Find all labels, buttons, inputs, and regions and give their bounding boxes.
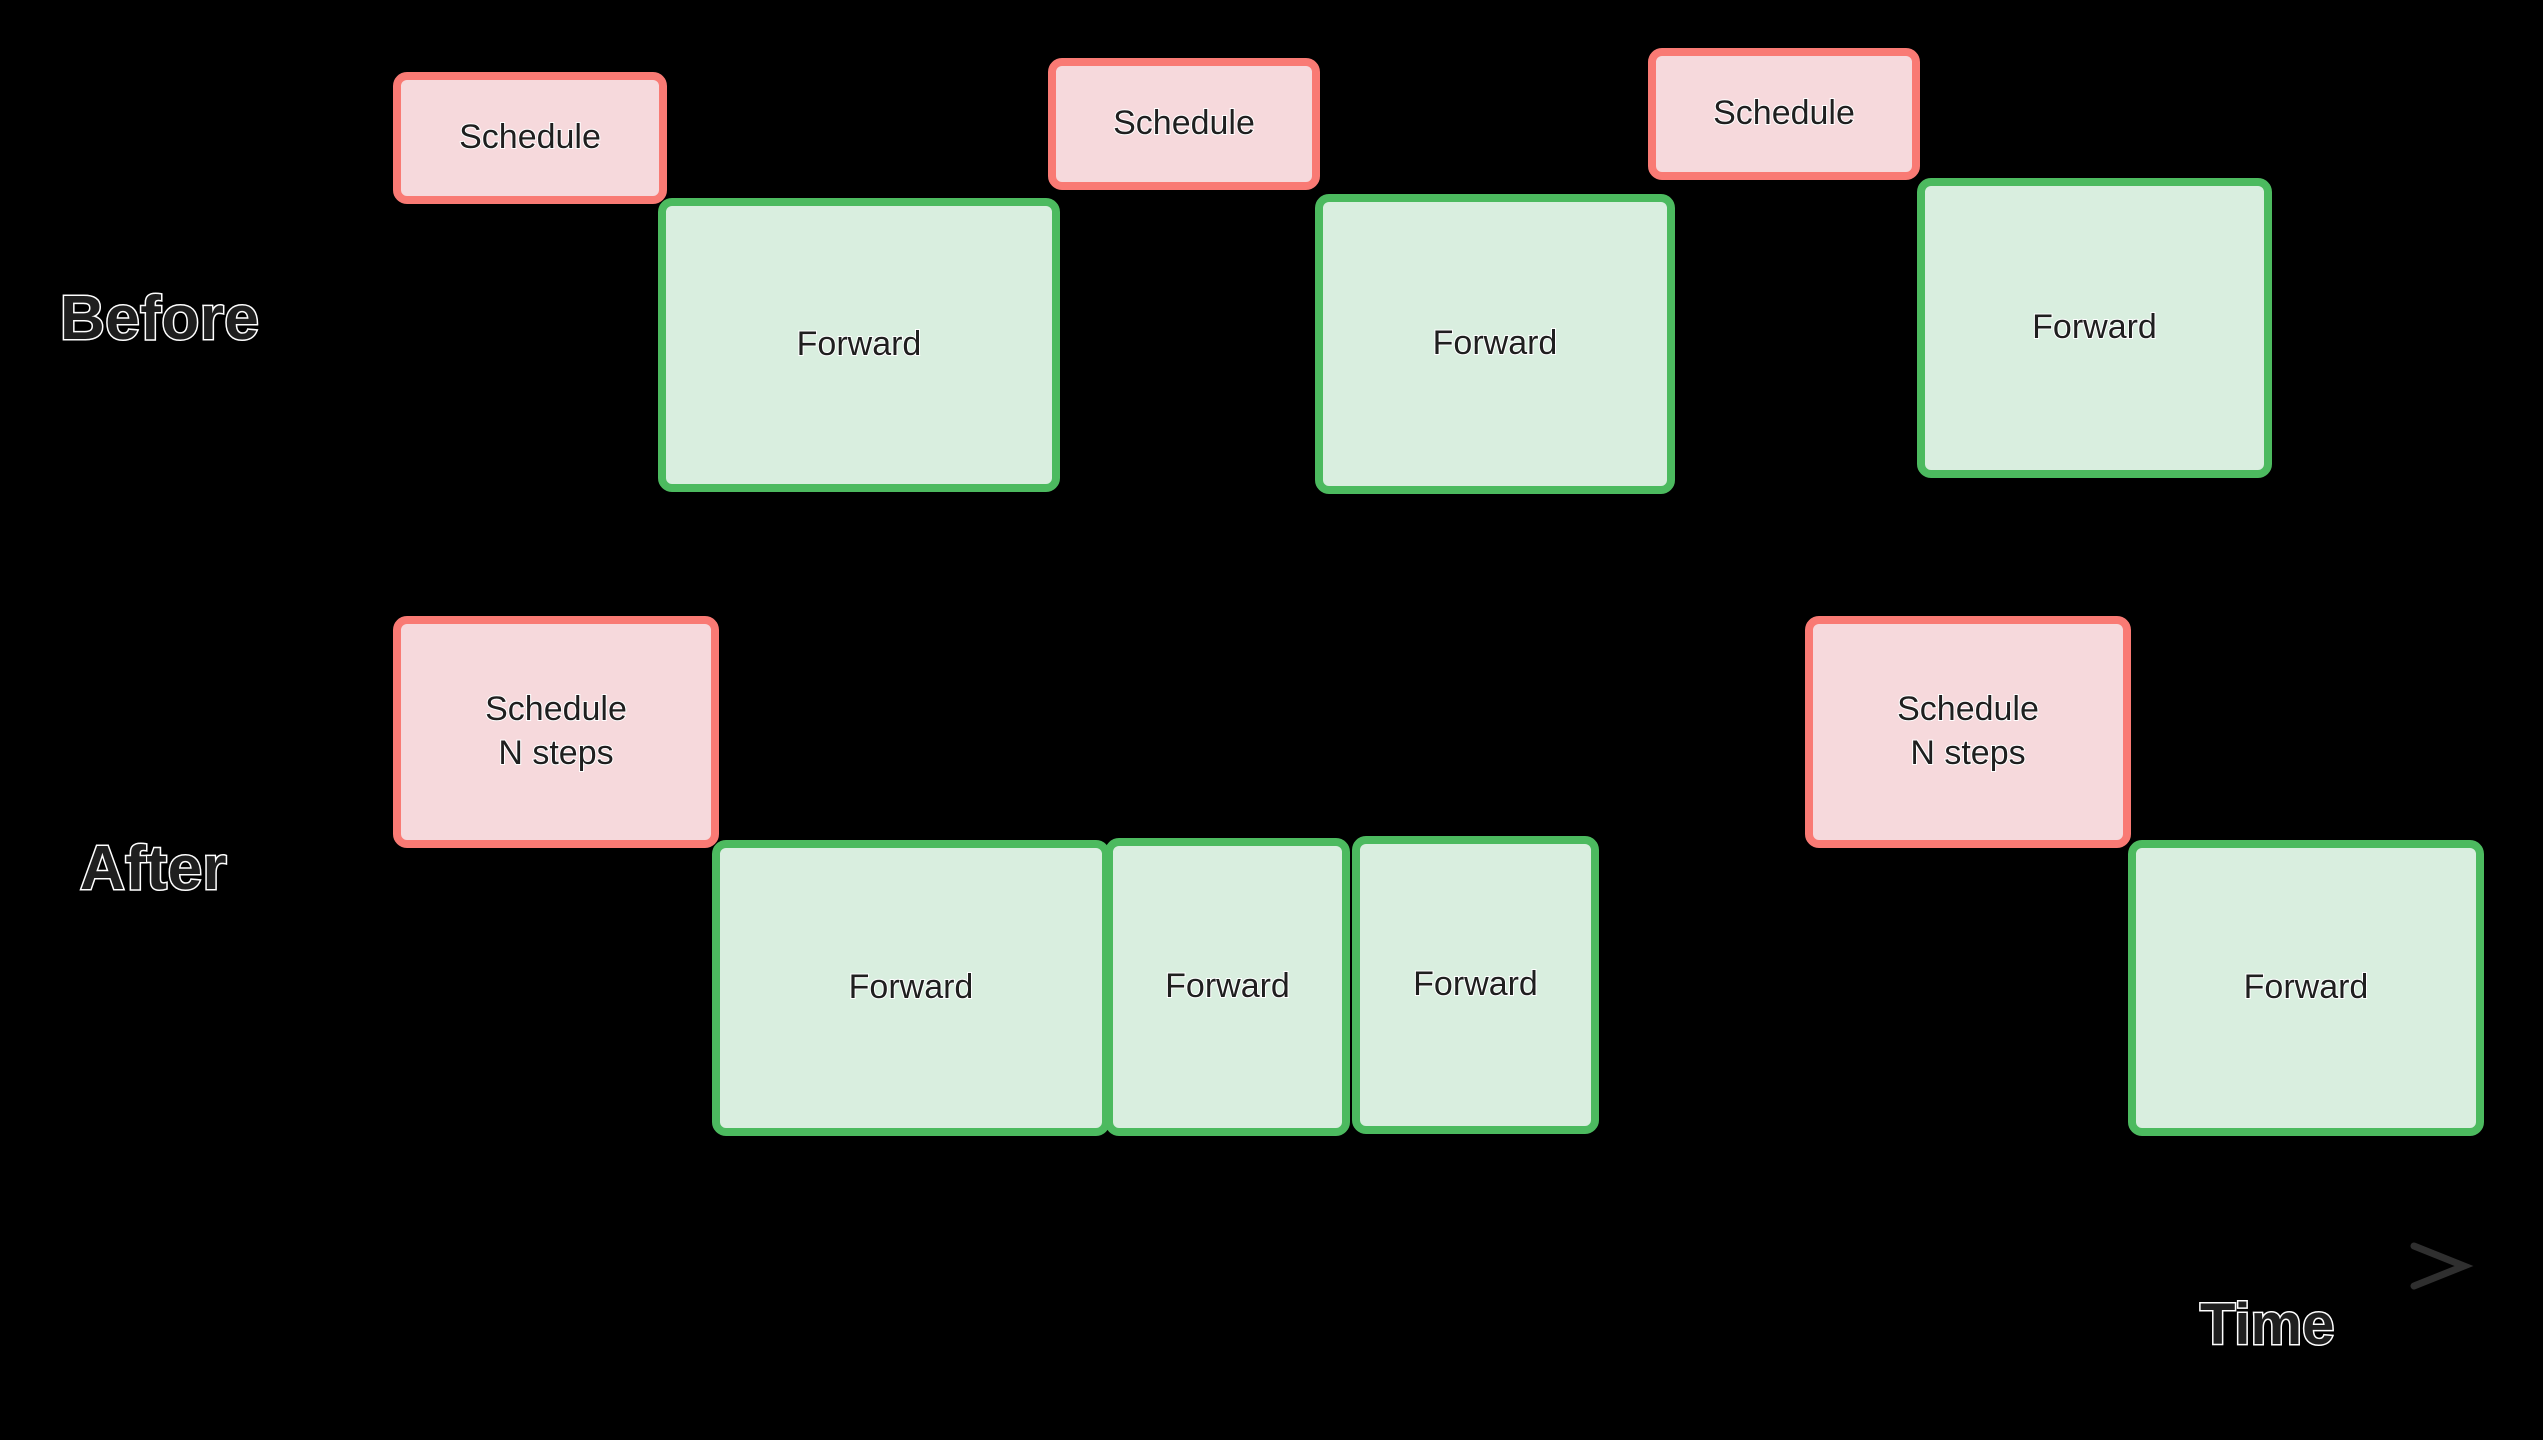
row-label-after: After — [78, 834, 228, 903]
block-label: Schedule — [1712, 93, 1856, 133]
block-label: Schedule — [1112, 103, 1256, 143]
block-label: Forward — [1412, 964, 1539, 1004]
before-schedule-block-1: Schedule — [393, 72, 667, 204]
time-axis-label: Time — [2198, 1292, 2335, 1357]
block-label: Schedule N steps — [1896, 689, 2040, 773]
block-label: Forward — [1432, 323, 1559, 363]
time-axis-arrow — [352, 1242, 2474, 1290]
row-label-before: Before — [58, 284, 260, 353]
after-forward-block-2: Forward — [1105, 838, 1350, 1136]
block-label: Forward — [796, 324, 923, 364]
block-label: Forward — [1164, 966, 1291, 1006]
time-axis-arrowhead — [2410, 1242, 2474, 1290]
before-schedule-block-3: Schedule — [1648, 48, 1920, 180]
before-forward-block-2: Forward — [1315, 194, 1675, 494]
block-label: Forward — [848, 967, 975, 1007]
block-label: Forward — [2243, 967, 2370, 1007]
after-schedule-block-1: Schedule N steps — [393, 616, 719, 848]
before-forward-block-3: Forward — [1917, 178, 2272, 478]
after-forward-block-3: Forward — [1352, 836, 1599, 1134]
before-forward-block-1: Forward — [658, 198, 1060, 492]
after-schedule-block-2: Schedule N steps — [1805, 616, 2131, 848]
block-label: Schedule N steps — [484, 689, 628, 773]
before-schedule-block-2: Schedule — [1048, 58, 1320, 190]
after-forward-block-1: Forward — [712, 840, 1110, 1136]
after-forward-block-4: Forward — [2128, 840, 2484, 1136]
block-label: Schedule — [458, 117, 602, 157]
block-label: Forward — [2031, 307, 2158, 347]
